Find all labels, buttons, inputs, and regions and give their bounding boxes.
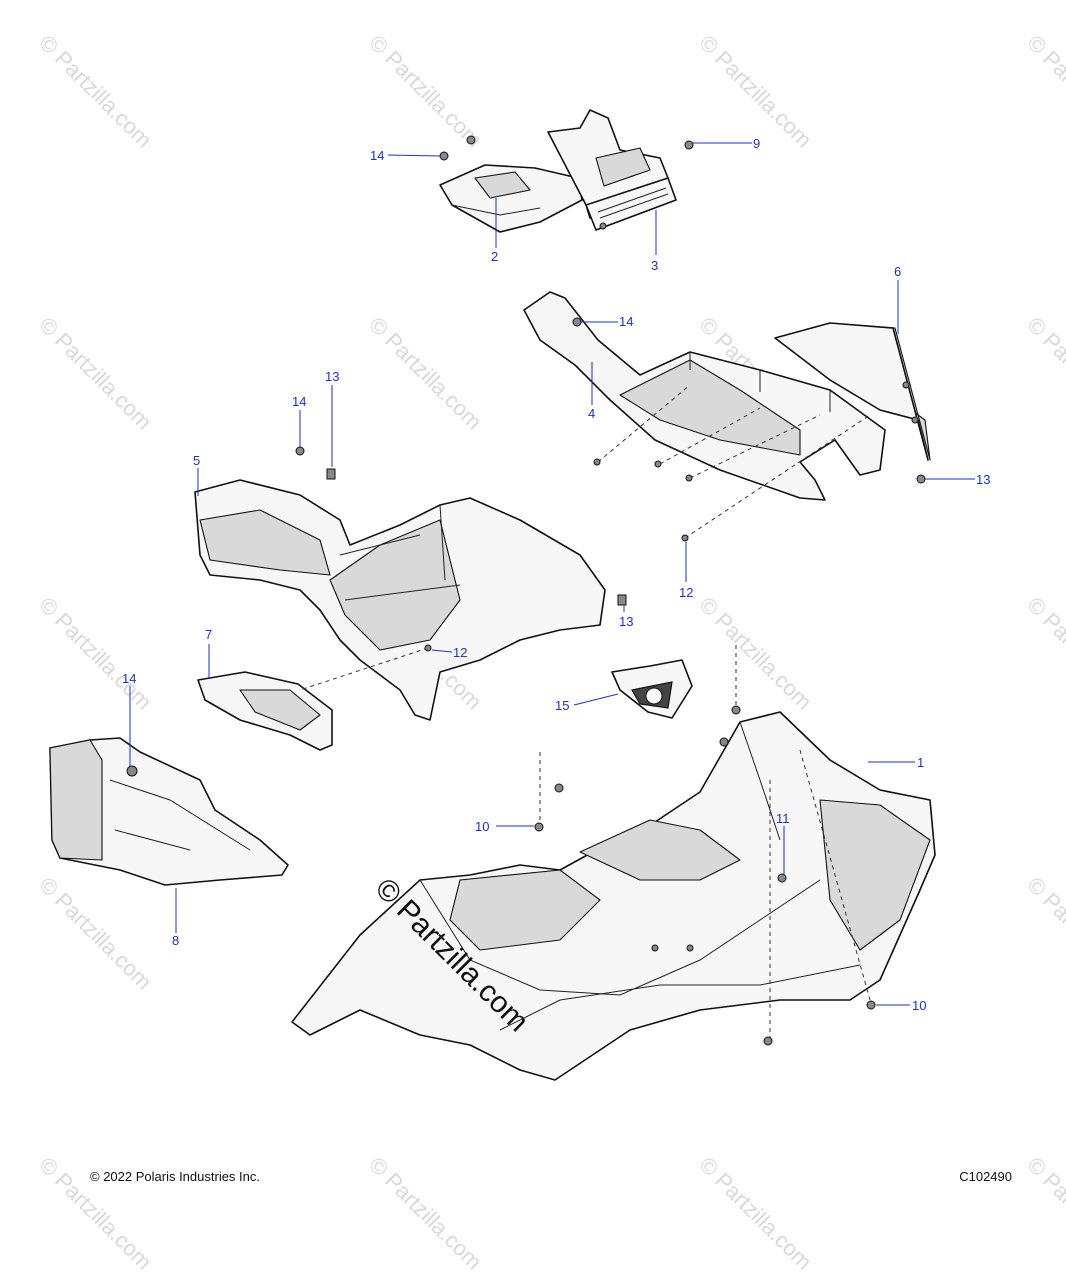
callout-8: 8	[172, 933, 179, 948]
callout-10: 10	[912, 998, 926, 1013]
part-4-panel	[523, 291, 886, 501]
callout-4: 4	[588, 406, 595, 421]
parts-diagram: © Partzilla.com © Partzilla.com © Partzi…	[34, 30, 1066, 1275]
callout-5: 5	[193, 453, 200, 468]
part-2-plate	[439, 164, 583, 233]
callout-1: 1	[917, 755, 924, 770]
leader-lines	[129, 142, 975, 1006]
callout-3: 3	[651, 258, 658, 273]
part-6-shield	[774, 322, 931, 461]
callout-9: 9	[753, 136, 760, 151]
part-5-fender	[194, 479, 606, 721]
part-8-side-panel	[49, 737, 289, 886]
part-1-front-fender	[291, 711, 936, 1081]
callout-7: 7	[205, 627, 212, 642]
part-3-console	[547, 109, 677, 231]
callouts: 14 2 3 9 6 14 4 13 14 5 13 12 13 12 7 14…	[122, 136, 990, 1013]
diagram-svg: 14 2 3 9 6 14 4 13 14 5 13 12 13 12 7 14…	[49, 109, 990, 1081]
callout-13: 13	[619, 614, 633, 629]
callout-14: 14	[122, 671, 136, 686]
callout-11: 11	[776, 811, 790, 826]
callout-13: 13	[325, 369, 339, 384]
callout-14: 14	[619, 314, 633, 329]
callout-12: 12	[453, 645, 467, 660]
diagram-code: C102490	[959, 1169, 1012, 1184]
copyright-text: © 2022 Polaris Industries Inc.	[90, 1169, 260, 1184]
part-7-shield	[197, 671, 333, 751]
callout-15: 15	[555, 698, 569, 713]
callout-10: 10	[475, 819, 489, 834]
callout-6: 6	[894, 264, 901, 279]
callout-14: 14	[292, 394, 306, 409]
part-15-bracket	[611, 659, 693, 719]
alignment-lines	[299, 384, 871, 1040]
callout-2: 2	[491, 249, 498, 264]
callout-14: 14	[370, 148, 384, 163]
callout-13: 13	[976, 472, 990, 487]
callout-12: 12	[679, 585, 693, 600]
